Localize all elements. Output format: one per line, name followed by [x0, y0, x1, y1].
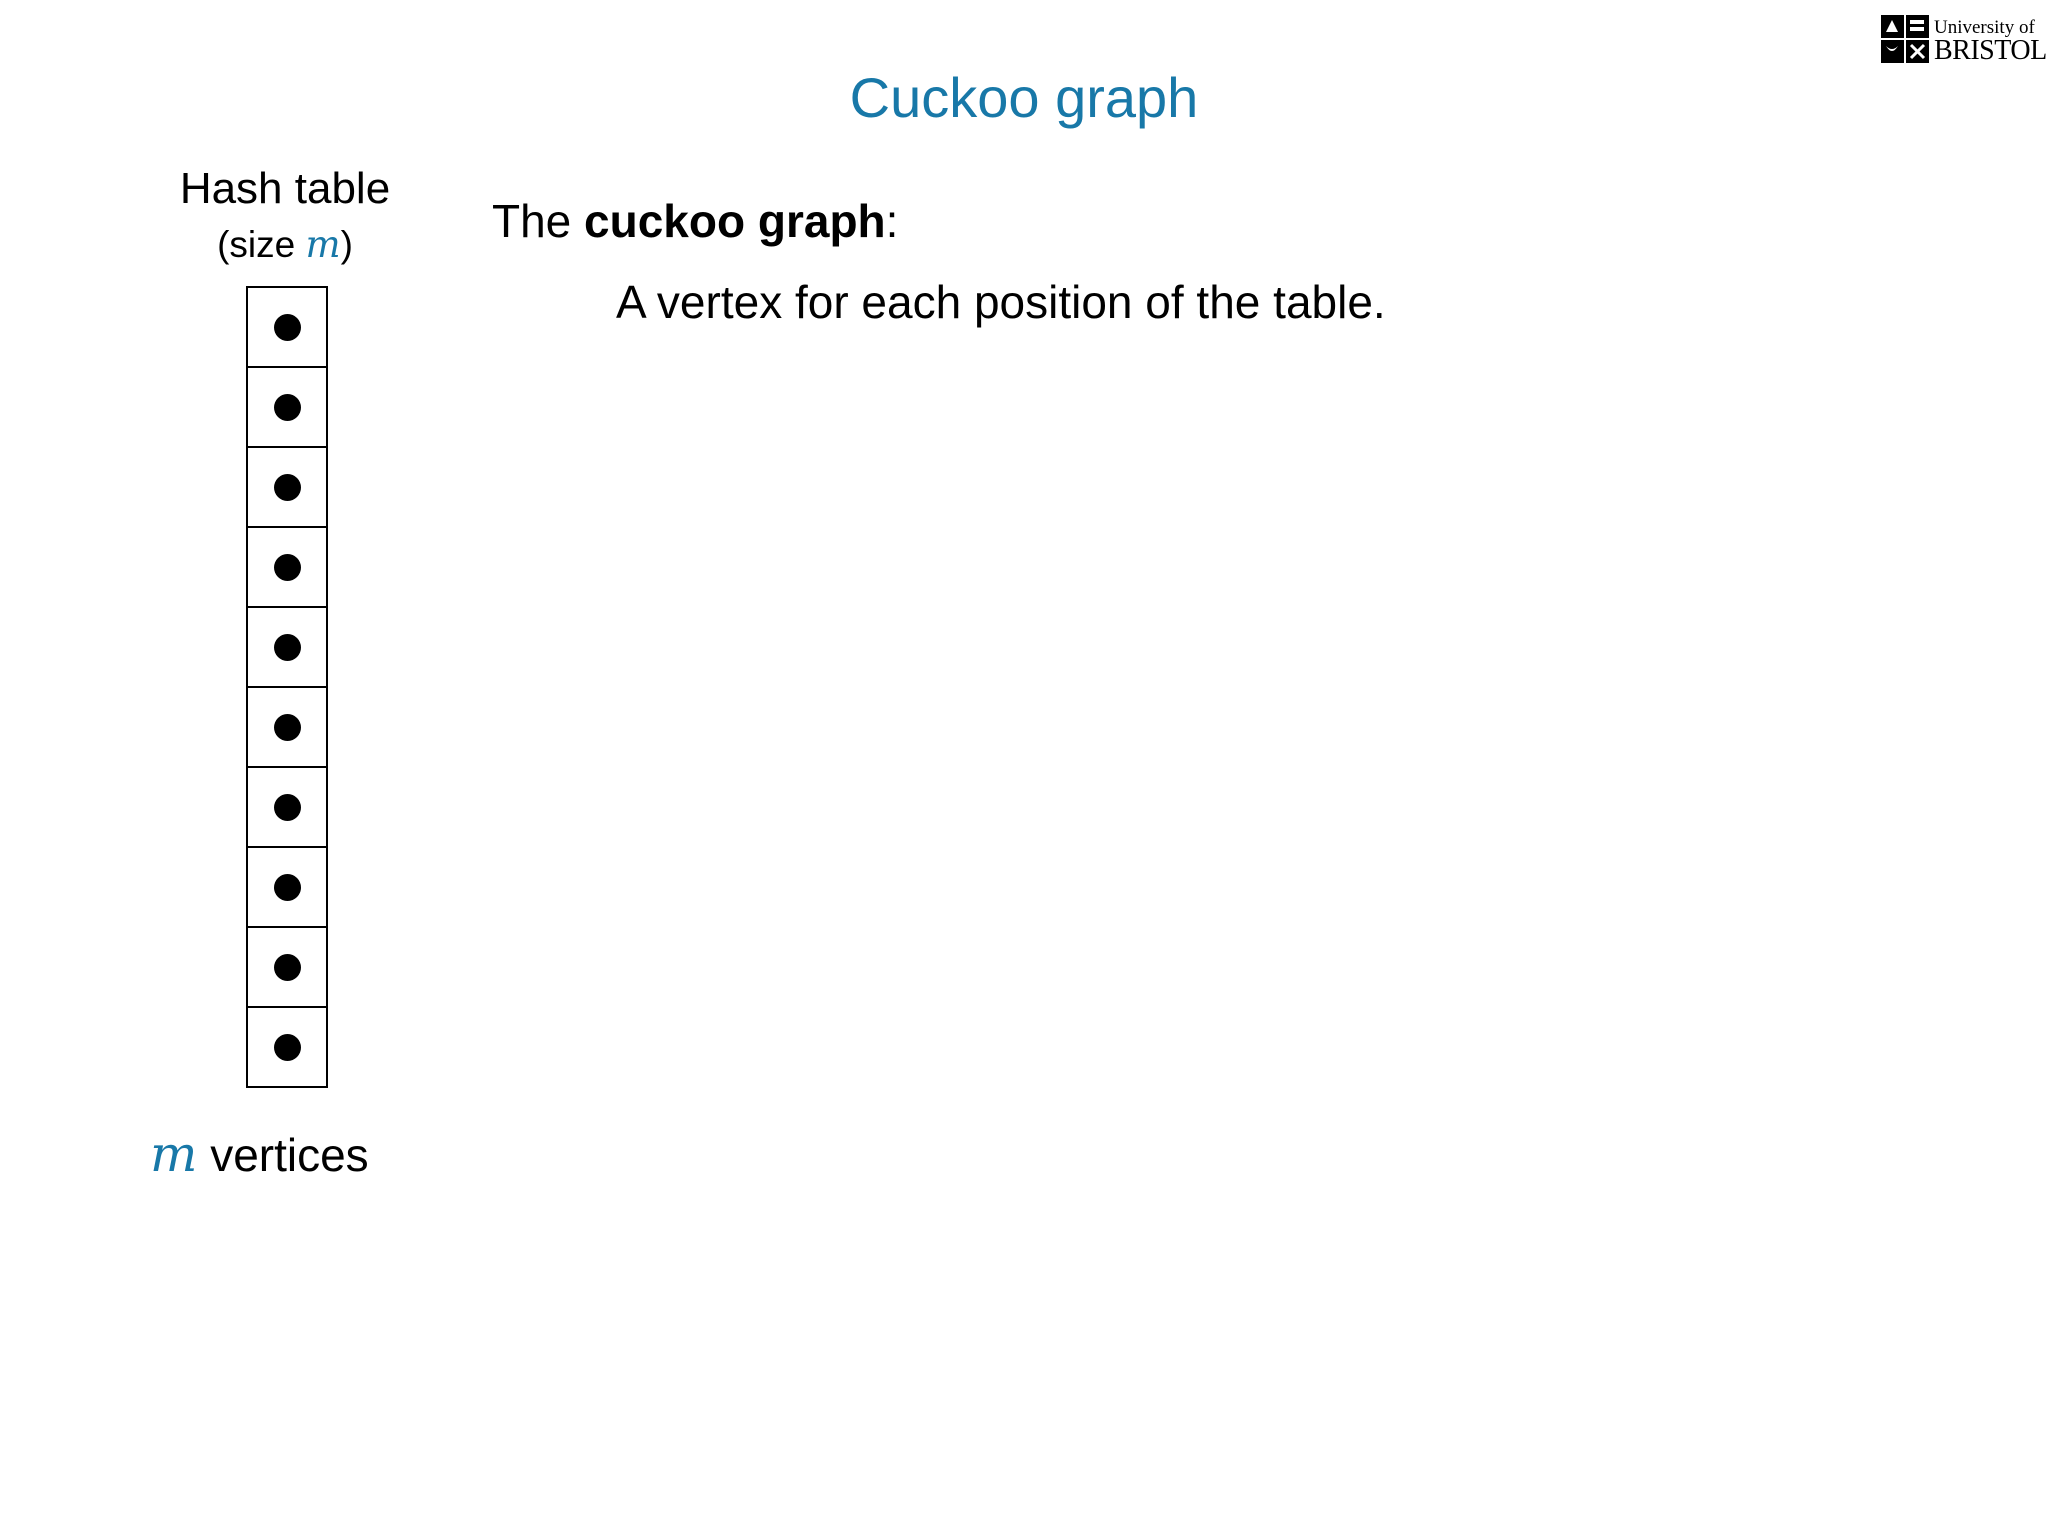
logo-line-university: University of [1934, 17, 2035, 38]
vertex-dot [274, 954, 301, 981]
vertex-dot [274, 794, 301, 821]
crest-icon [1880, 14, 1930, 64]
definition-suffix: : [885, 195, 899, 247]
vertex-dot [274, 474, 301, 501]
definition-prefix: The [492, 195, 585, 247]
vertices-variable: m [150, 1125, 198, 1183]
university-logo: University of BRISTOL [1880, 14, 2047, 66]
vertex-dot [274, 714, 301, 741]
vertex-dot [274, 1034, 301, 1061]
vertex-dot [274, 554, 301, 581]
table-cell [246, 766, 328, 848]
hash-table-size-label: (size m) [150, 222, 420, 268]
table-cell [246, 526, 328, 608]
table-cell [246, 606, 328, 688]
table-cell [246, 686, 328, 768]
vertices-text: vertices [197, 1129, 369, 1181]
hash-table-heading: Hash table [179, 164, 391, 213]
table-cell [246, 446, 328, 528]
table-cell [246, 1006, 328, 1088]
vertex-dot [274, 394, 301, 421]
definition-bullet: A vertex for each position of the table. [616, 276, 1386, 328]
table-cell [246, 926, 328, 1008]
table-cell [246, 366, 328, 448]
vertex-dot [274, 634, 301, 661]
size-variable: m [305, 223, 341, 266]
slide-title: Cuckoo graph [849, 66, 1199, 129]
vertices-count-label: m vertices [150, 1126, 369, 1183]
definition-heading: The cuckoo graph: [492, 193, 898, 249]
vertex-dot [274, 314, 301, 341]
hash-table [246, 286, 328, 1088]
table-cell [246, 846, 328, 928]
vertex-dot [274, 874, 301, 901]
size-prefix: (size [217, 224, 306, 265]
logo-line-bristol: BRISTOL [1934, 35, 2047, 66]
size-suffix: ) [340, 224, 353, 265]
table-cell [246, 286, 328, 368]
definition-term: cuckoo graph [584, 195, 886, 247]
